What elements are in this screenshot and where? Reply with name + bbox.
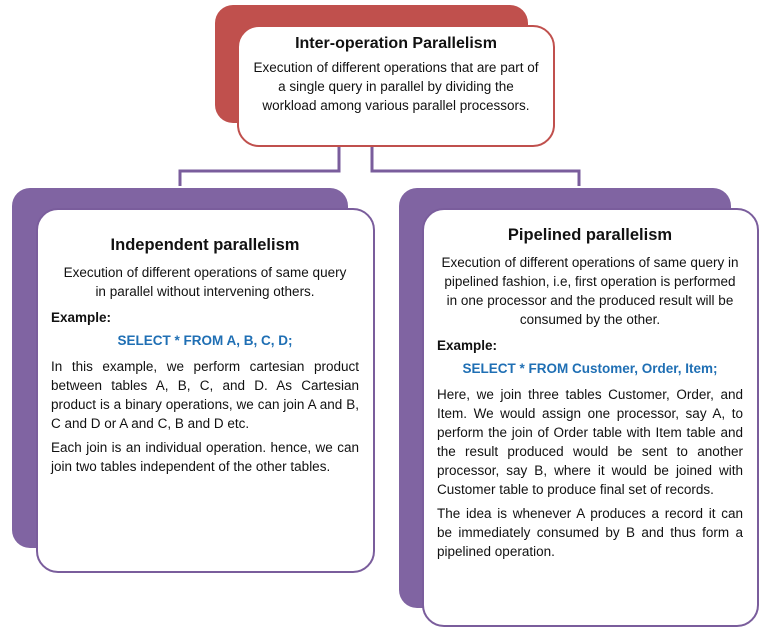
left-example-label: Example:	[51, 310, 112, 325]
left-node-card: Independent parallelism Execution of dif…	[36, 208, 375, 573]
top-node-title: Inter-operation Parallelism	[295, 35, 497, 52]
right-node-card: Pipelined parallelism Execution of diffe…	[422, 208, 759, 627]
right-example-label: Example:	[437, 338, 498, 353]
connector-left	[178, 147, 341, 186]
left-node-title: Independent parallelism	[110, 236, 300, 254]
left-paragraph-2: Each join is an individual operation. he…	[51, 440, 359, 474]
left-node-description: Execution of different operations of sam…	[63, 265, 347, 299]
right-sql-query: SELECT * FROM Customer, Order, Item;	[462, 361, 718, 376]
top-node-description: Execution of different operations that a…	[253, 60, 539, 113]
top-node-card: Inter-operation Parallelism Execution of…	[237, 25, 555, 147]
left-sql-query: SELECT * FROM A, B, C, D;	[117, 333, 293, 348]
right-node-title: Pipelined parallelism	[507, 226, 673, 244]
right-node-description: Execution of different operations of sam…	[441, 255, 739, 327]
connector-right	[370, 147, 581, 186]
left-paragraph-1: In this example, we perform cartesian pr…	[51, 359, 359, 431]
right-paragraph-2: The idea is whenever A produces a record…	[437, 506, 743, 559]
right-paragraph-1: Here, we join three tables Customer, Ord…	[437, 387, 743, 497]
